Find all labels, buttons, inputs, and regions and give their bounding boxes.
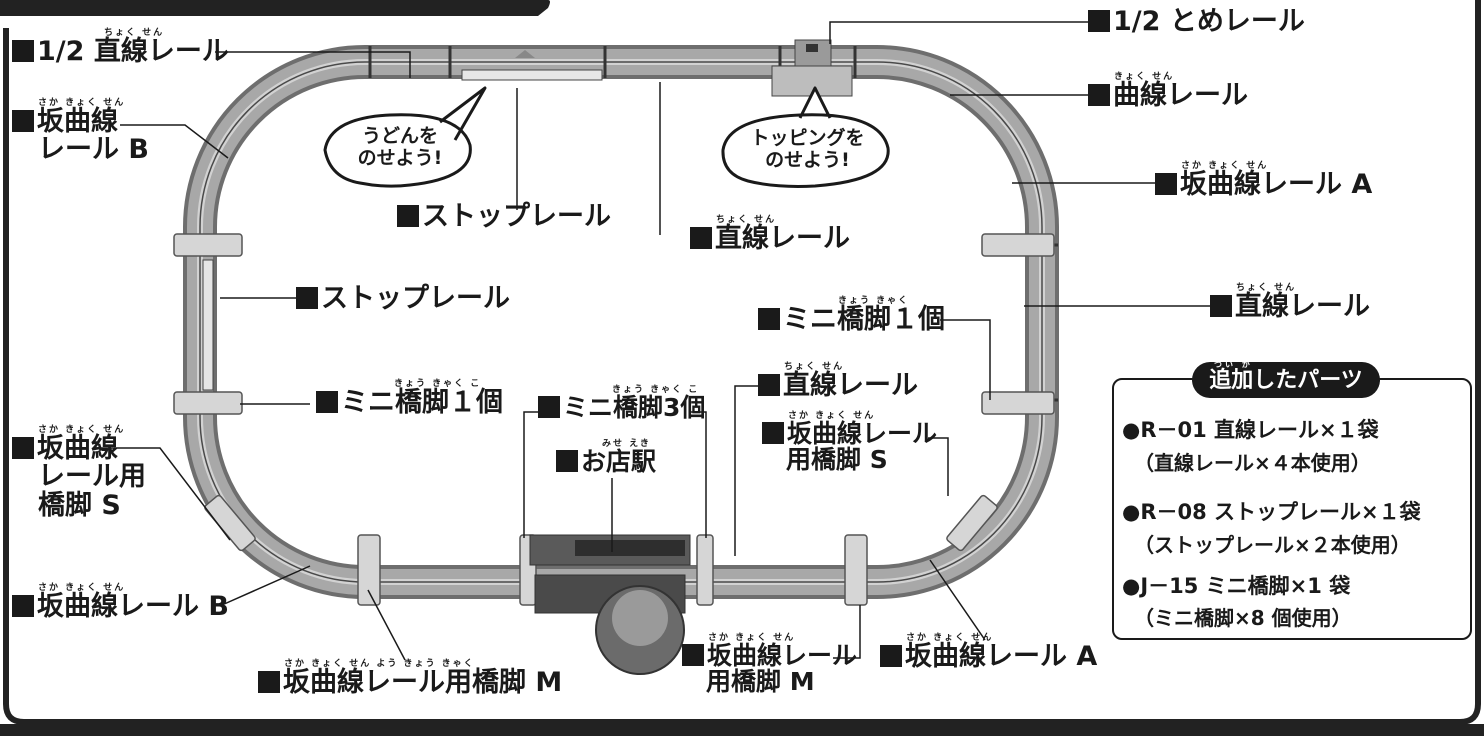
part-item-main: ●J－15 ミニ橋脚×1 袋 — [1122, 574, 1351, 598]
part-item-main: ●R－08 ストップレール×１袋 — [1122, 500, 1421, 524]
label-straight-rail-center: ちょく せん 直線レール — [690, 216, 850, 253]
part-item-sub: （ストップレール×２本使用） — [1134, 533, 1411, 557]
label-slope-curve-rail-a-right: さか きょく せん 坂曲線レール A — [1155, 162, 1372, 199]
half-stop-post — [794, 39, 832, 67]
stop-rail-top-tab — [515, 50, 535, 58]
top-header-band — [0, 0, 550, 16]
added-parts-title: つい か 追加したパーツ — [1192, 361, 1380, 398]
label-slope-curve-rail-b-bottom: さか きょく せん 坂曲線レール B — [12, 584, 229, 621]
label-stop-rail-left: ストップレール — [296, 284, 510, 313]
part-item-sub: （ミニ橋脚×8 個使用） — [1134, 606, 1352, 630]
label-half-straight-rail: ちょく せん 1/2 直線レール — [12, 29, 229, 66]
stop-rail-top-shape — [461, 69, 603, 81]
frame-border — [3, 0, 1481, 725]
stop-rail-left-shape — [202, 259, 214, 391]
label-mini-pier-left: きょう きゃく こ ミニ橋脚１個 — [316, 380, 503, 417]
part-item-sub: （直線レール×４本使用） — [1134, 451, 1371, 475]
label-stop-rail-top: ストップレール — [397, 202, 611, 231]
label-mini-pier-3: きょう きゃく こ ミニ橋脚3個 — [538, 386, 705, 421]
mini-piers — [173, 233, 1055, 606]
label-curve-rail: きょく せん 曲線レール — [1088, 73, 1248, 110]
shop-station-shape — [529, 534, 691, 675]
part-item-main: ●R－01 直線レール×１袋 — [1122, 418, 1379, 442]
udon-bubble: うどんをのせよう! — [357, 125, 443, 169]
udon-bubble-shape — [323, 86, 487, 188]
label-straight-rail-bottom: ちょく せん 直線レール — [758, 363, 918, 400]
label-slope-curve-rail-b-top: さか きょく せん 坂曲線 レール B — [12, 99, 149, 165]
added-parts-box — [1112, 378, 1472, 640]
label-shop-station: みせ えき お店駅 — [556, 440, 656, 475]
label-slope-curve-rail-a-bottom: さか きょく せん 坂曲線レール A — [880, 634, 1097, 671]
label-mini-pier-right: きょう きゃく ミニ橋脚１個 — [758, 297, 945, 334]
label-slope-rail-pier-s-right: さか きょく せん 坂曲線レール 用橋脚 S — [762, 412, 937, 474]
topping-bubble-shape — [721, 86, 890, 188]
label-slope-rail-pier-s-left: さか きょく せん 坂曲線 レール用 橋脚 S — [12, 426, 146, 520]
bottom-band — [0, 724, 1484, 736]
label-slope-rail-pier-m-left: さか きょく せん よう きょう きゃく 坂曲線レール用橋脚 M — [258, 660, 562, 697]
label-slope-rail-pier-m-center: さか きょく せん 坂曲線レール 用橋脚 M — [682, 634, 857, 696]
label-half-stop-rail: 1/2 とめレール — [1088, 7, 1305, 36]
leader-lines — [95, 21, 1210, 661]
topping-bubble: トッピングをのせよう! — [750, 127, 865, 171]
label-straight-rail-right: ちょく せん 直線レール — [1210, 284, 1370, 321]
